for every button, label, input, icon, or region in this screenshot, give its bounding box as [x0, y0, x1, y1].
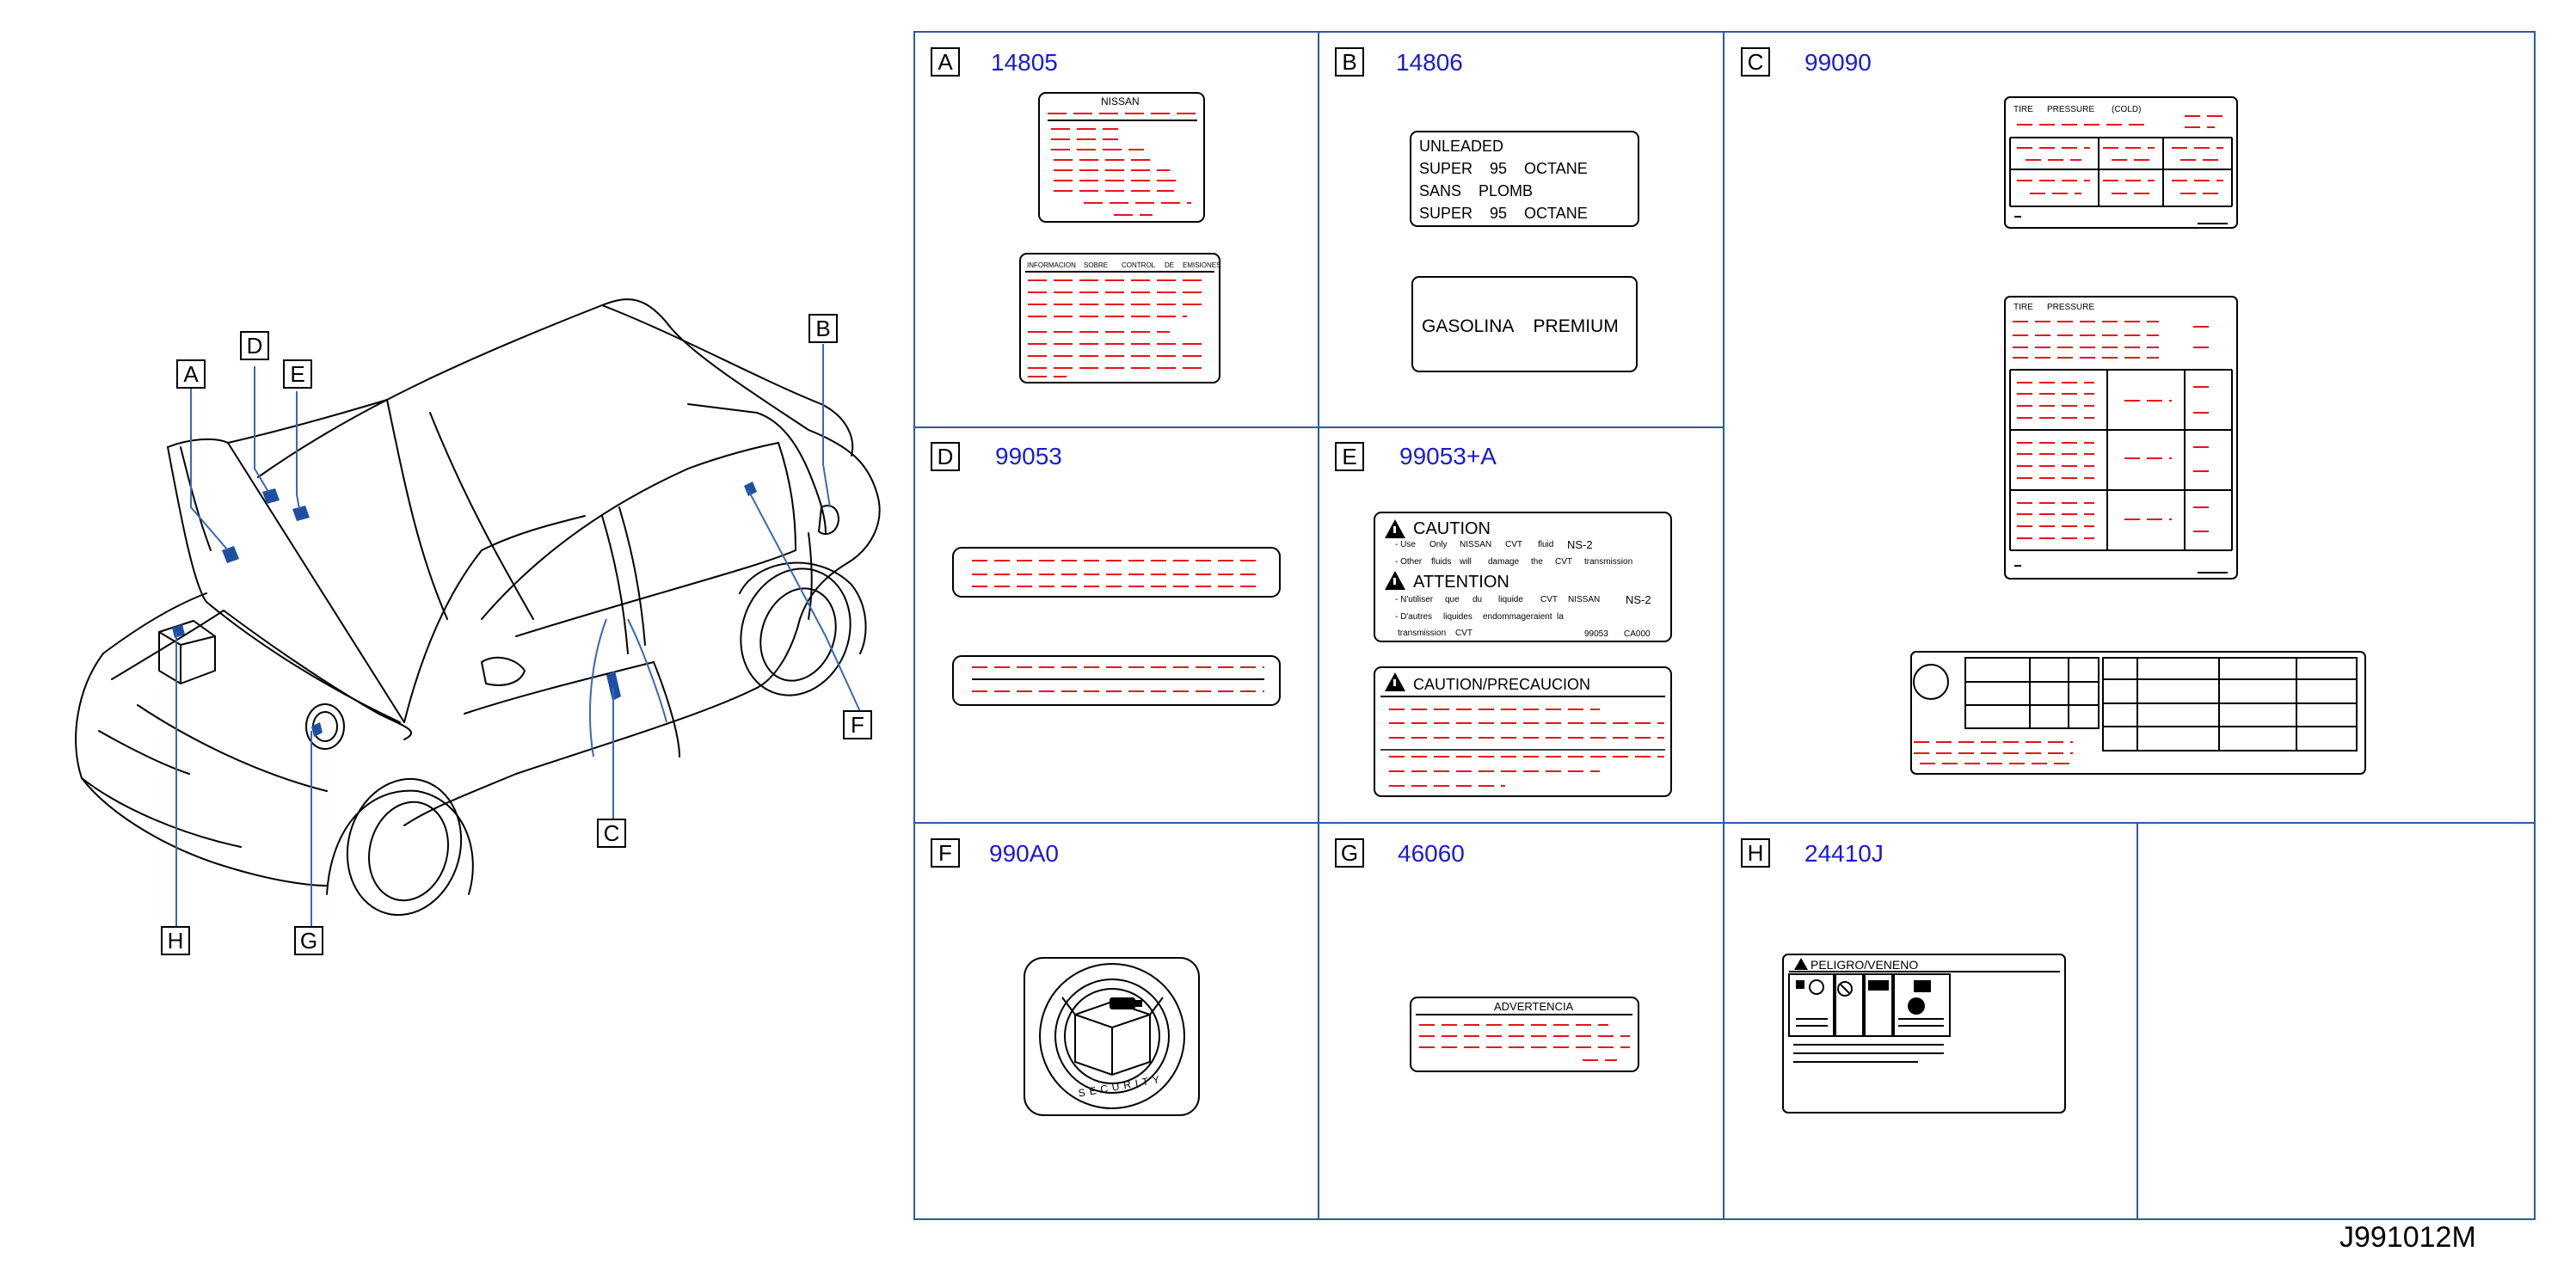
label-e-attention-l1-7: NS-2	[1626, 593, 1651, 606]
label-e-caution-l1-4: CVT	[1505, 540, 1522, 549]
callout-d: D	[240, 331, 269, 360]
label-e-attention-l2-1: - D'autres	[1395, 612, 1433, 622]
panel-d-code: 99053	[995, 443, 1062, 469]
label-e-attention-l3-2: CVT	[1455, 629, 1472, 638]
label-e-footer-code: 99053	[1584, 629, 1608, 639]
callout-f: F	[843, 710, 872, 739]
label-e-caution-l2-2: fluids	[1431, 557, 1452, 567]
label-b-line-2: SUPER 95 OCTANE	[1419, 160, 1588, 177]
label-e-caution-l1-1: - Use	[1395, 540, 1416, 549]
callout-h: H	[161, 926, 190, 955]
panel-f-code: 990A0	[989, 840, 1059, 867]
panel-f-letter: F	[931, 838, 960, 868]
panel-a-code: 14805	[991, 49, 1058, 76]
label-c-top-header-3: (COLD)	[2112, 105, 2142, 114]
panel-h-code: 24410J	[1804, 840, 1884, 867]
panel-e-code: 99053+A	[1399, 443, 1497, 469]
callout-c: C	[597, 819, 626, 848]
panel-h-letter: H	[1741, 838, 1770, 868]
panel-c-code: 99090	[1804, 49, 1872, 76]
diagram-id: J991012M	[2339, 1221, 2476, 1254]
callout-e: E	[283, 359, 312, 389]
label-a-header-2: SOBRE	[1084, 261, 1109, 269]
label-e-attention-l2-3: endommageraient	[1483, 612, 1552, 622]
callout-b: B	[808, 314, 838, 343]
label-e-attention-l2-4: la	[1557, 612, 1564, 622]
panel-e-letter: E	[1335, 442, 1364, 471]
label-e-attention-l1-2: que	[1445, 595, 1460, 604]
label-e-attention-l1-3: du	[1472, 595, 1483, 604]
label-a-header-1: INFORMACION	[1027, 261, 1076, 269]
panel-c-letter: C	[1741, 47, 1770, 77]
label-e-attention-l1-6: NISSAN	[1568, 595, 1601, 604]
label-a-header-4: DE	[1165, 261, 1175, 269]
label-c-top-header-1: TIRE	[2013, 105, 2033, 114]
label-e-attention-l1-5: CVT	[1540, 595, 1558, 604]
label-e-attention-l3-1: transmission	[1398, 629, 1447, 638]
label-a-header-3: CONTROL	[1122, 261, 1156, 269]
label-b-line-4: SUPER 95 OCTANE	[1419, 205, 1588, 222]
label-e-caution-l2-4: damage	[1488, 557, 1520, 567]
panel-g-letter: G	[1335, 838, 1364, 868]
label-b-gasolina: GASOLINA PREMIUM	[1422, 316, 1619, 336]
label-g-title: ADVERTENCIA	[1494, 1000, 1574, 1013]
label-c-top-header-2: PRESSURE	[2047, 105, 2095, 114]
label-e-attention: ATTENTION	[1413, 573, 1509, 592]
label-e-caution-l2-1: - Other	[1395, 557, 1423, 567]
vehicle-illustration	[75, 298, 881, 942]
label-e-attention-l1-4: liquide	[1498, 595, 1523, 604]
panel-g-code: 46060	[1398, 840, 1465, 867]
label-h-title: PELIGRO/VENENO	[1811, 958, 1919, 972]
panel-a-letter: A	[931, 47, 960, 77]
panel-d-letter: D	[931, 442, 960, 471]
label-e-caution-l1-2: Only	[1429, 540, 1448, 549]
label-e-attention-l1-1: - N'utiliser	[1395, 595, 1434, 604]
label-e-caution-l1-6: NS-2	[1567, 538, 1593, 551]
label-e-caution-l2-6: CVT	[1555, 557, 1572, 567]
label-e-caution-l1-5: fluid	[1538, 540, 1554, 549]
label-e-caution-l2-5: the	[1531, 557, 1543, 567]
label-c-mid-header-2: PRESSURE	[2047, 303, 2095, 312]
label-a-title: NISSAN	[1101, 95, 1140, 107]
panel-b-code: 14806	[1396, 49, 1463, 76]
label-e-caution-l1-3: NISSAN	[1460, 540, 1492, 549]
label-e-caution: CAUTION	[1413, 519, 1491, 538]
callout-g: G	[294, 926, 323, 955]
label-e-attention-l2-2: liquides	[1443, 612, 1472, 622]
label-b-line-3: SANS PLOMB	[1419, 182, 1534, 199]
label-c-mid-header-1: TIRE	[2013, 303, 2033, 312]
callout-a: A	[176, 359, 206, 389]
label-a-header-5: EMISIONES	[1183, 261, 1221, 269]
label-e-caution-l2-7: transmission	[1584, 557, 1633, 567]
label-e-caution2: CAUTION/PRECAUCION	[1413, 676, 1591, 693]
panel-b-letter: B	[1335, 47, 1364, 77]
label-e-footer-code2: CA000	[1624, 629, 1651, 639]
label-e-caution-l2-3: will	[1460, 557, 1472, 567]
label-b-line-1: UNLEADED	[1419, 138, 1504, 155]
